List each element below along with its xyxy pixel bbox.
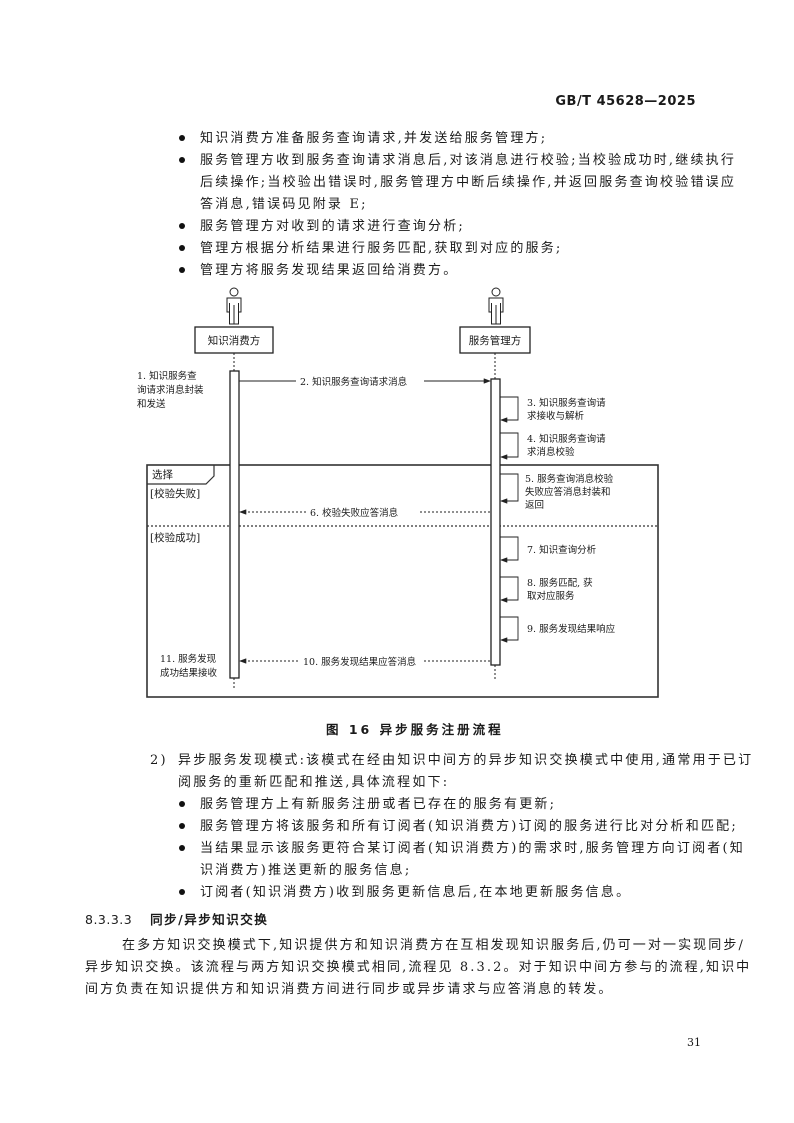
section-number: 8.3.3.3 [85,912,133,927]
step-9-label: 9. 服务发现结果响应 [527,623,616,635]
alt-frame-label-tab [147,465,215,485]
page-number: 31 [687,1036,701,1049]
bullet-text: 管理方将服务发现结果返回给消费方。 [200,263,459,278]
item-text: 异步服务发现模式:该模式在经由知识中间方的异步知识交换模式中使用,通常用于已订 [178,753,754,768]
message-6-bg [308,505,418,518]
paragraph-line: 异步知识交换。该流程与两方知识交换模式相同,流程见 8.3.2。对于知识中间方参… [85,960,752,975]
self-loop-5 [500,473,519,504]
item-text: 阅服务的重新匹配和推送,具体流程如下: [178,775,450,790]
bullet-text: 管理方根据分析结果进行服务匹配,获取到对应的服务; [200,241,563,256]
alt-frame [146,464,659,698]
step-3-label: 3. 知识服务查询请 求接收与解析 [527,397,609,422]
bullet-text: 服务管理方收到服务查询请求消息后,对该消息进行校验;当校验成功时,继续执行 [200,153,737,168]
bullet-icon [179,845,185,851]
figure-caption: 图 16 异步服务注册流程 [326,722,504,737]
bullet-icon [179,889,185,895]
paragraph-line: 间方负责在知识提供方和知识消费方间进行同步或异步请求与应答消息的转发。 [85,982,614,997]
alt-frame-label: 选择 [152,468,173,481]
guard-fail: [校验失败] [150,487,200,500]
bullet-text: 识消费方)推送更新的服务信息; [200,863,412,878]
self-loop-7 [500,536,519,563]
activation-consumer [229,370,240,679]
bullet-icon [179,801,185,807]
bullet-text: 答消息,错误码见附录 E; [200,197,368,212]
guard-success: [校验成功] [150,531,200,544]
actor-box-consumer [194,326,274,354]
paragraph-line: 在多方知识交换模式下,知识提供方和知识消费方在互相发现知识服务后,仍可一对一实现… [122,938,745,953]
step-5-label: 5. 服务查询消息校验 失败应答消息封装和 返回 [525,473,616,511]
bullet-icon [179,823,185,829]
activation-manager [490,378,501,666]
section-title: 同步/异步知识交换 [150,912,269,927]
actor-label-consumer: 知识消费方 [208,334,261,347]
step-7-label: 7. 知识查询分析 [527,544,597,556]
person-icon [226,287,242,325]
bullet-icon [179,135,185,141]
self-loop-9 [500,616,519,643]
bullet-icon [179,223,185,229]
person-icon [488,287,504,325]
bullet-text: 服务管理方上有新服务注册或者已存在的服务有更新; [200,797,557,812]
message-10-bg [300,654,422,667]
item-marker: 2) [150,753,168,768]
self-loop-3 [500,396,519,423]
standard-code: GB/T 45628—2025 [555,94,696,109]
sequence-diagram: 知识消费方 服务管理方 选择 [校验失败] [校验成功] 1. 知识服务查 询请… [137,287,659,698]
step-8-label: 8. 服务匹配, 获 取对应服务 [527,577,596,602]
bullet-icon [179,157,185,163]
bullet-text: 服务管理方将该服务和所有订阅者(知识消费方)订阅的服务进行比对分析和匹配; [200,819,738,834]
bullet-text: 知识消费方准备服务查询请求,并发送给服务管理方; [200,131,548,146]
note-step11: 11. 服务发现 成功结果接收 [160,653,219,679]
self-loop-4 [500,432,519,460]
bullet-icon [179,245,185,251]
message-6-label: 6. 校验失败应答消息 [310,507,398,519]
self-loop-8 [500,576,519,603]
section-heading: 8.3.3.3 同步/异步知识交换 [85,909,268,928]
bullet-text: 当结果显示该服务更符合某订阅者(知识消费方)的需求时,服务管理方向订阅者(知 [200,841,745,856]
bullet-icon [179,267,185,273]
bullet-text: 服务管理方对收到的请求进行查询分析; [200,219,465,234]
message-2-label: 2. 知识服务查询请求消息 [300,376,407,388]
bullet-text: 订阅者(知识消费方)收到服务更新信息后,在本地更新服务信息。 [200,885,632,900]
step-4-label: 4. 知识服务查询请 求消息校验 [527,433,609,458]
message-10-label: 10. 服务发现结果应答消息 [303,656,416,668]
bullet-text: 后续操作;当校验出错误时,服务管理方中断后续操作,并返回服务查询校验错误应 [200,175,737,190]
actor-label-manager: 服务管理方 [469,334,522,347]
note-step1: 1. 知识服务查 询请求消息封装 和发送 [137,370,207,410]
